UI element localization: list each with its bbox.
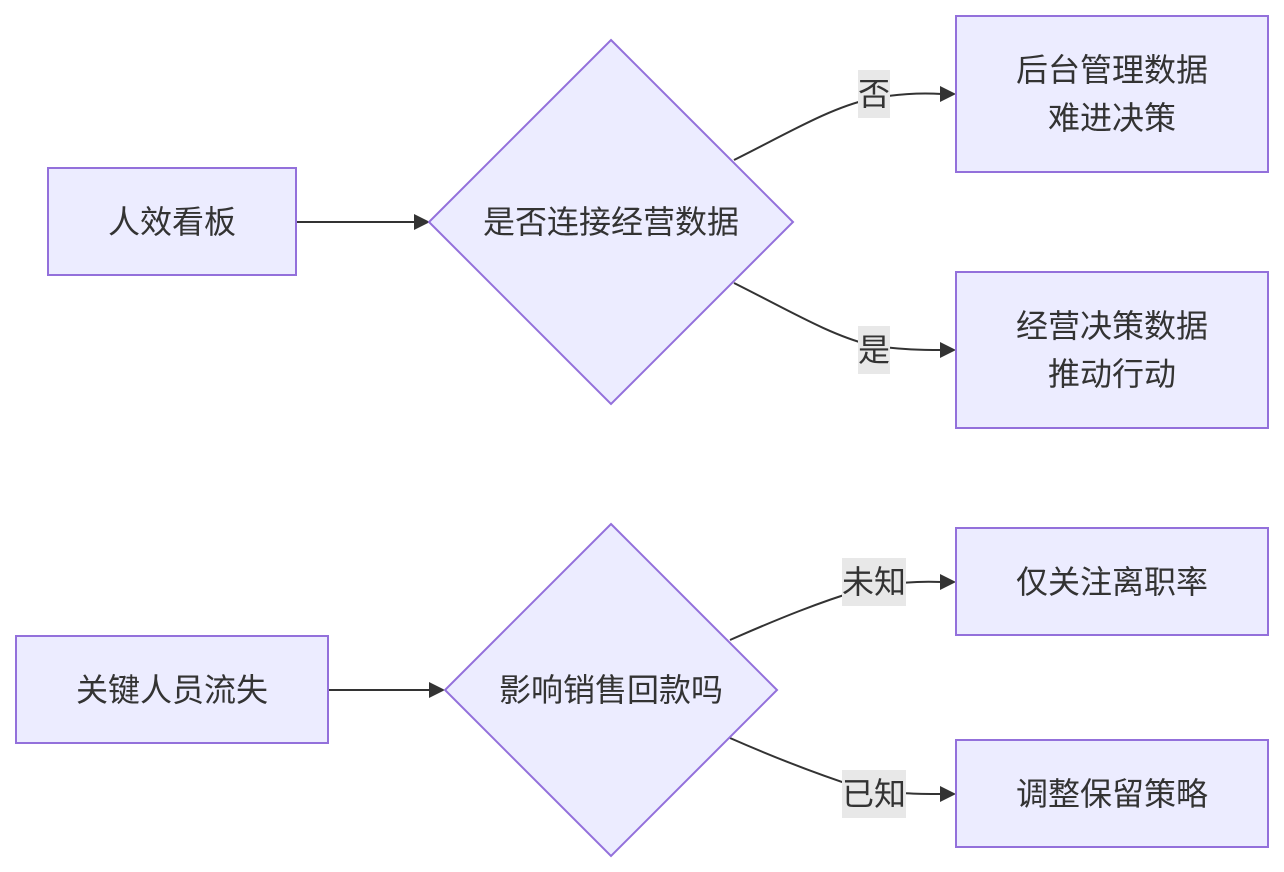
edge-label-unknown-text: 未知 — [842, 563, 906, 601]
node-backend-data-line2: 难进决策 — [1048, 99, 1176, 137]
node-turnover-only-label: 仅关注离职率 — [1016, 563, 1208, 601]
node-turnover-only: 仅关注离职率 — [955, 527, 1269, 636]
node-key-staff-loss: 关键人员流失 — [15, 635, 329, 744]
arrow-decision-to-turnover — [940, 574, 956, 590]
edge-label-no-text: 否 — [858, 75, 890, 113]
arrow-loss-to-decision — [429, 682, 445, 698]
node-key-staff-loss-label: 关键人员流失 — [76, 671, 268, 709]
arrow-dashboard-to-decision — [414, 214, 430, 230]
node-connect-decision-label: 是否连接经营数据 — [483, 203, 739, 241]
node-adjust-retention: 调整保留策略 — [955, 739, 1269, 848]
edge-decision-to-retention — [729, 737, 943, 795]
node-affect-sales-decision-label: 影响销售回款吗 — [499, 671, 723, 709]
node-affect-sales-decision: 影响销售回款吗 — [443, 522, 779, 858]
node-backend-data-line1: 后台管理数据 — [1016, 51, 1208, 89]
node-business-data-line2: 推动行动 — [1048, 355, 1176, 393]
arrow-decision-to-business — [940, 342, 956, 358]
arrow-decision-to-retention — [940, 786, 956, 802]
edge-decision-to-business — [733, 282, 943, 351]
node-backend-data: 后台管理数据 难进决策 — [955, 15, 1269, 173]
edge-label-yes: 是 — [858, 326, 890, 374]
edge-label-no: 否 — [858, 70, 890, 118]
edge-label-known: 已知 — [842, 770, 906, 818]
node-business-data: 经营决策数据 推动行动 — [955, 271, 1269, 429]
edge-label-unknown: 未知 — [842, 558, 906, 606]
node-connect-decision: 是否连接经营数据 — [427, 38, 795, 406]
node-hr-dashboard-label: 人效看板 — [108, 203, 236, 241]
edge-label-yes-text: 是 — [858, 331, 890, 369]
node-hr-dashboard: 人效看板 — [47, 167, 297, 276]
node-adjust-retention-label: 调整保留策略 — [1016, 775, 1208, 813]
node-business-data-line1: 经营决策数据 — [1016, 307, 1208, 345]
edge-decision-to-backend — [733, 92, 943, 161]
edge-label-known-text: 已知 — [842, 775, 906, 813]
edge-decision-to-turnover — [729, 580, 943, 641]
arrow-decision-to-backend — [940, 86, 956, 102]
